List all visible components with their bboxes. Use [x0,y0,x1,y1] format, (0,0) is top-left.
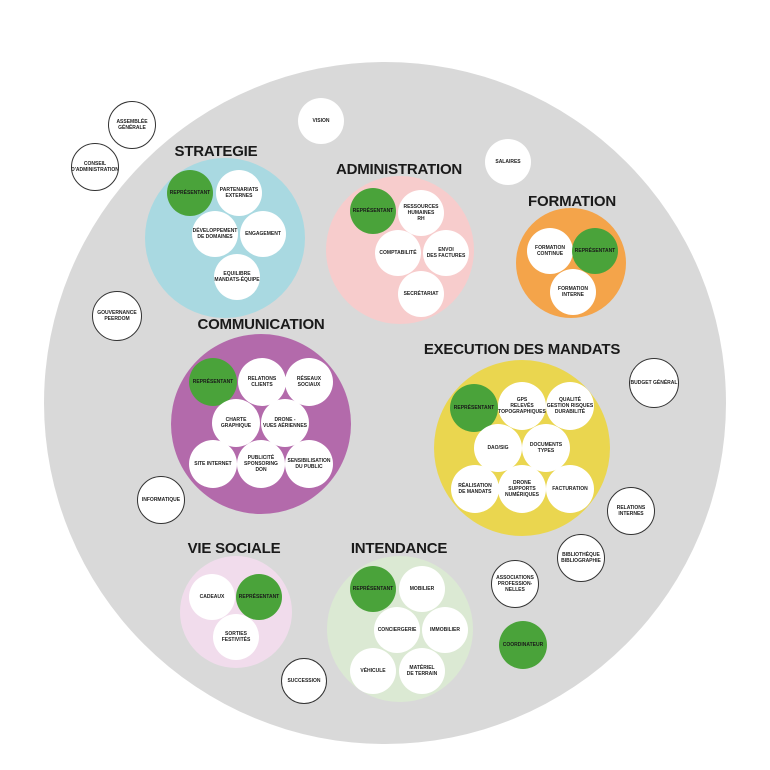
coordinateur-bubble: COORDINATEUR [499,621,547,669]
intendance-immobilier: IMMOBILIER [422,607,468,653]
execution-facturation: FACTURATION [546,465,594,513]
vie-sociale-title: VIE SOCIALE [187,540,281,557]
communication-publicite: PUBLICITÉ SPONSORING DON [237,440,285,488]
administration-secretariat: SECRÉTARIAT [398,271,444,317]
communication-site-internet: SITE INTERNET [189,440,237,488]
communication-title: COMMUNICATION [197,316,325,333]
execution-drone: DRONE SUPPORTS NUMÉRIQUES [498,465,546,513]
formation-interne: FORMATION INTERNE [550,269,596,315]
execution-gps: GPS RELEVÉS TOPOGRAPHIQUES [498,382,546,430]
execution-documents-types: DOCUMENTS TYPES [522,424,570,472]
relations-internes-bubble: RELATIONS INTERNES [607,487,655,535]
vie-sociale-cadeaux: CADEAUX [189,574,235,620]
intendance-title: INTENDANCE [350,540,448,557]
communication-reseaux-sociaux: RÉSEAUX SOCIAUX [285,358,333,406]
gouvernance-bubble: GOUVERNANCE PEERDOM [92,291,142,341]
formation-continue: FORMATION CONTINUE [527,228,573,274]
vie-sociale-representant: REPRÉSENTANT [236,574,282,620]
formation-representant: REPRÉSENTANT [572,228,618,274]
execution-realisation: RÉALISATION DE MANDATS [451,465,499,513]
assemblee-bubble: ASSEMBLÉE GÉNÉRALE [108,101,156,149]
vie-sociale-sorties: SORTIES FESTIVITÉS [213,614,259,660]
salaires-bubble: SALAIRES [485,139,531,185]
intendance-mobilier: MOBILIER [399,566,445,612]
bibliotheque-bubble: BIBLIOTHÈQUE BIBLIOGRAPHIE [557,534,605,582]
communication-sensibilisation: SENSIBILISATION DU PUBLIC [285,440,333,488]
formation-title: FORMATION [528,193,616,210]
communication-representant: REPRÉSENTANT [189,358,237,406]
budget-bubble: BUDGET GÉNÉRAL [629,358,679,408]
execution-dao-sig: DAO/SIG [474,424,522,472]
administration-representant: REPRÉSENTANT [350,188,396,234]
intendance-materiel: MATÉRIEL DE TERRAIN [399,648,445,694]
strategie-developpement: DÉVELOPPEMENT DE DOMAINES [192,211,238,257]
administration-envoi-factures: ENVOI DES FACTURES [423,230,469,276]
strategie-equilibre: EQUILIBRE MANDATS-ÉQUIPE [214,254,260,300]
strategie-representant: REPRÉSENTANT [167,170,213,216]
informatique-bubble: INFORMATIQUE [137,476,185,524]
intendance-conciergerie: CONCIERGERIE [374,607,420,653]
vision-bubble: VISION [298,98,344,144]
conseil-bubble: CONSEIL D'ADMINISTRATION [71,143,119,191]
intendance-representant: REPRÉSENTANT [350,566,396,612]
strategie-partenariats: PARTENARIATS EXTERNES [216,170,262,216]
associations-bubble: ASSOCIATIONS PROFESSION- NELLES [491,560,539,608]
execution-representant: REPRÉSENTANT [450,384,498,432]
administration-rh: RESSOURCES HUMAINES RH [398,190,444,236]
execution-title: EXECUTION DES MANDATS [423,341,621,358]
strategie-engagement: ENGAGEMENT [240,211,286,257]
administration-title: ADMINISTRATION [335,161,463,178]
communication-relations-clients: RELATIONS CLIENTS [238,358,286,406]
strategie-title: STRATEGIE [174,143,258,160]
execution-qualite: QUALITÉ GESTION RISQUES DURABILITÉ [546,382,594,430]
administration-comptabilite: COMPTABILITÉ [375,230,421,276]
communication-charte: CHARTE GRAPHIQUE [212,399,260,447]
succession-bubble: SUCCESSION [281,658,327,704]
communication-drone: DRONE - VUES AÉRIENNES [261,399,309,447]
intendance-vehicule: VÉHICULE [350,648,396,694]
